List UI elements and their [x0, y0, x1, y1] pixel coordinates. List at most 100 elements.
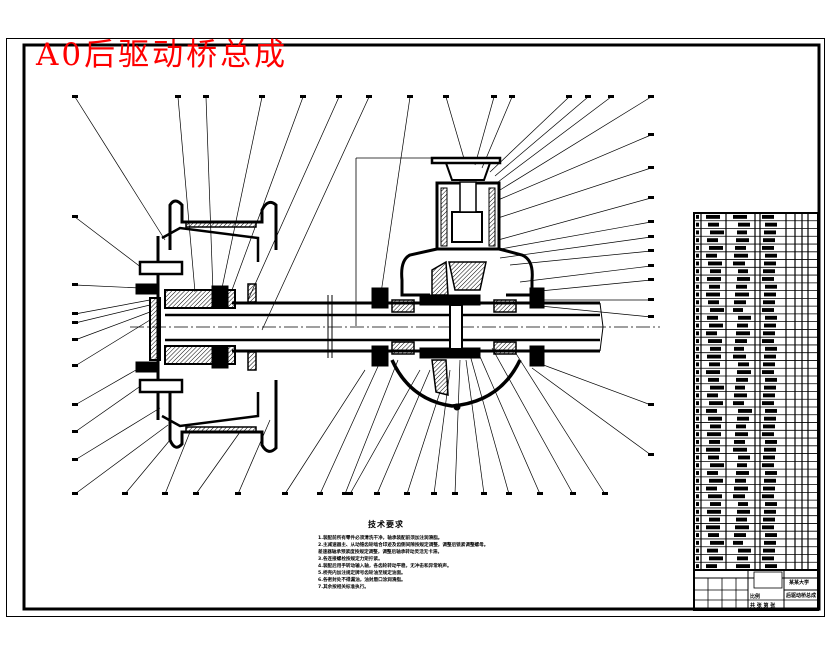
leader-line: [445, 96, 466, 163]
tech-note: 1.装配前所有零件必须清洗干净，轴承装配前须加注润滑脂。: [318, 536, 443, 541]
parts-list-row: [694, 422, 818, 429]
parts-list-row: [694, 297, 818, 305]
leader-line: [494, 96, 589, 177]
leader-line: [376, 369, 431, 495]
part-number-balloon: [317, 492, 323, 495]
part-number-balloon: [300, 95, 306, 98]
parts-list-row: [694, 499, 818, 506]
drawing-title: A0后驱动桥总成: [36, 37, 289, 73]
parts-list-row: [694, 507, 818, 514]
parts-list-row: [694, 313, 818, 320]
part-number-balloon: [648, 315, 654, 318]
tech-note: 3.各连接螺栓按规定力矩拧紧。: [318, 557, 383, 562]
leader-line: [261, 96, 370, 331]
parts-list-row: [694, 561, 818, 569]
leader-line: [74, 424, 169, 495]
parts-list-row: [694, 212, 818, 219]
parts-list-row: [694, 546, 818, 553]
parts-list-row: [694, 282, 818, 289]
tech-note: 7.其余按相关标准执行。: [318, 585, 369, 590]
leader-line: [406, 391, 441, 495]
leader-line: [319, 361, 381, 495]
parts-list-row: [694, 453, 818, 460]
part-number-balloon: [407, 95, 413, 98]
part-number-balloon: [570, 492, 576, 495]
part-number-balloon: [347, 492, 353, 495]
leader-line: [164, 431, 191, 495]
leader-line: [497, 134, 652, 201]
parts-list-row: [694, 383, 818, 390]
leader-line: [529, 304, 652, 318]
part-number-balloon: [648, 278, 654, 281]
tech-note: 5.桥壳内加注规定牌号齿轮油至规定油面。: [318, 571, 406, 576]
part-number-balloon: [162, 492, 168, 495]
part-number-balloon: [481, 492, 487, 495]
leader-line: [481, 96, 513, 169]
part-number-balloon: [404, 492, 410, 495]
parts-list-row: [694, 290, 818, 297]
part-number-balloon: [72, 364, 78, 367]
parts-list-row: [694, 375, 818, 382]
parts-list-row: [694, 398, 818, 406]
parts-list-row: [694, 523, 818, 530]
part-number-balloon: [648, 95, 654, 98]
title-block-drawing-name: 后驱动桥总成: [786, 592, 816, 599]
part-number-balloon: [72, 338, 78, 341]
leader-line: [509, 250, 652, 266]
leader-line: [74, 216, 143, 269]
leader-line: [344, 359, 399, 495]
leader-line: [469, 354, 510, 495]
leader-line: [494, 221, 652, 251]
parts-list-row: [694, 344, 818, 351]
leader-line: [491, 347, 574, 495]
parts-list-row: [694, 305, 818, 312]
part-number-balloon: [602, 492, 608, 495]
part-number-balloon: [72, 215, 78, 218]
leader-line: [237, 419, 271, 495]
tech-note: 2.主减速器主、从动锥齿轮啮合印迹及齿侧间隙按规定调整，调整后锁紧调整螺母。: [318, 543, 489, 548]
title-block-school: 某某大学: [788, 579, 809, 586]
part-number-balloon: [282, 492, 288, 495]
wheel-hub-assembly: [135, 199, 278, 453]
parts-list-row: [694, 554, 818, 561]
leader-line: [489, 96, 570, 173]
parts-list-row: [694, 228, 818, 235]
leader-line: [531, 367, 652, 456]
part-number-balloon: [72, 312, 78, 315]
part-number-balloon: [366, 95, 372, 98]
parts-list-row: [694, 445, 818, 452]
part-number-balloon: [72, 95, 78, 98]
parts-list-row: [694, 391, 818, 398]
leader-line: [349, 369, 421, 495]
part-number-balloon: [648, 249, 654, 252]
part-number-balloon: [648, 166, 654, 169]
leader-line: [379, 96, 411, 301]
part-number-balloon: [443, 95, 449, 98]
parts-list-row: [694, 251, 818, 258]
part-number-balloon: [72, 458, 78, 461]
leader-line: [497, 96, 612, 183]
leader-line: [499, 236, 652, 259]
parts-list-row: [694, 476, 818, 483]
part-number-balloon: [509, 95, 515, 98]
parts-list-row: [694, 414, 818, 421]
title-block-sheet: 共 张 第 张: [750, 602, 776, 609]
parts-list-table: [693, 212, 819, 571]
part-number-balloon: [537, 492, 543, 495]
parts-list-row: [694, 460, 818, 468]
part-number-balloon: [452, 492, 458, 495]
leader-line: [465, 359, 485, 495]
outer-border: [6, 38, 825, 617]
parts-list-row: [694, 437, 818, 444]
leader-line: [284, 369, 366, 495]
part-number-balloon: [648, 235, 654, 238]
part-number-balloon: [235, 492, 241, 495]
leader-line: [177, 96, 196, 293]
leader-lines: [74, 96, 652, 495]
tech-note: 6.各密封处不得漏油，油封唇口涂润滑脂。: [318, 578, 406, 583]
technical-requirements-heading: 技术要求: [368, 520, 404, 529]
parts-list-row: [694, 468, 818, 475]
leader-line: [499, 96, 652, 191]
